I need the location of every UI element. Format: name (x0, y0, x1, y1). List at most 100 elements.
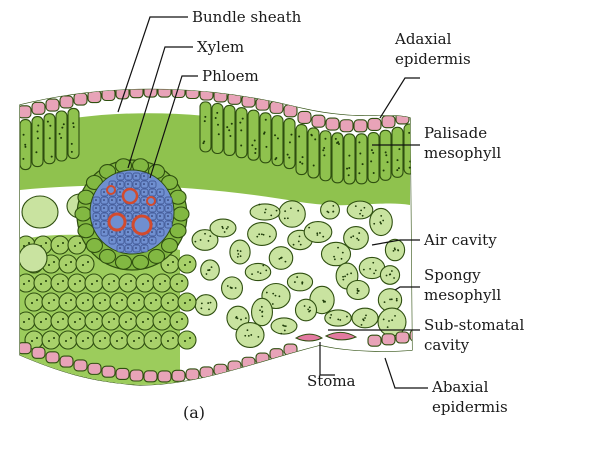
xylem-vessel (106, 185, 116, 195)
spongy-cell (324, 309, 352, 327)
chloroplast (22, 157, 25, 160)
mesophyll-cell (92, 330, 112, 350)
chloroplast (408, 131, 411, 134)
chloroplast (24, 145, 27, 148)
chloroplast (176, 321, 178, 323)
bundle-sheath-cell (131, 254, 150, 270)
chloroplast (380, 222, 382, 225)
chloroplast (372, 171, 375, 174)
epidermis-cell (353, 119, 368, 133)
chloroplast (99, 302, 101, 304)
mesophyll-cell (177, 330, 197, 350)
lower-mesophyll-cells (20, 193, 197, 350)
epidermis-cell (227, 360, 242, 373)
chloroplast (382, 219, 385, 222)
chloroplast (330, 313, 333, 316)
chloroplast (352, 235, 355, 238)
epidermis-cell (20, 105, 32, 119)
phloem-dot (167, 223, 169, 225)
spongy-cell (191, 229, 219, 251)
epidermis-cell (381, 333, 396, 346)
chloroplast (298, 135, 301, 138)
chloroplast (116, 340, 118, 342)
chloroplast (360, 209, 363, 212)
chloroplast (257, 335, 260, 338)
chloroplast (22, 133, 25, 136)
mesophyll-cell (152, 311, 172, 331)
palisade-cell (271, 115, 284, 167)
chloroplast (130, 318, 132, 320)
palisade-cell (367, 132, 380, 184)
mesophyll-cell (33, 273, 53, 293)
chloroplast (155, 299, 157, 301)
epidermis-cell (59, 355, 74, 368)
chloroplast (265, 269, 268, 272)
phloem-dot (151, 215, 153, 217)
palisade-cell (211, 102, 224, 155)
mesophyll-cell (50, 235, 70, 255)
chloroplast (346, 167, 349, 170)
chloroplast (278, 257, 281, 260)
chloroplast (240, 144, 243, 147)
spongy-cell (294, 298, 318, 322)
chloroplast (389, 298, 391, 301)
phloem-dot (127, 231, 129, 233)
chloroplast (322, 235, 325, 238)
palisade-cell (403, 123, 412, 175)
chloroplast (184, 340, 186, 342)
chloroplast (184, 264, 186, 266)
chloroplast (155, 337, 157, 339)
mesophyll-cell (177, 292, 197, 312)
chloroplast (373, 222, 376, 225)
bundle-sheath-cell (169, 223, 187, 239)
chloroplast (369, 267, 371, 270)
chloroplast (208, 308, 210, 311)
bundle-sheath-cell (74, 206, 92, 222)
chloroplast (284, 260, 287, 263)
chloroplast (385, 274, 388, 277)
spongy-cell (21, 195, 59, 229)
chloroplast (167, 302, 169, 304)
mesophyll-cell (58, 254, 78, 274)
chloroplast (23, 321, 25, 323)
chloroplast (364, 317, 366, 319)
phloem-dot (135, 175, 137, 177)
chloroplast (172, 299, 174, 301)
phloem-dot (151, 231, 153, 233)
chloroplast (289, 207, 292, 210)
chloroplast (274, 134, 277, 137)
chloroplast (62, 280, 64, 282)
chloroplast (176, 283, 178, 285)
chloroplast (48, 137, 51, 140)
spongy-cell (235, 321, 265, 349)
chloroplast (181, 280, 183, 282)
chloroplast (53, 337, 55, 339)
chloroplast (299, 243, 302, 246)
chloroplast (221, 225, 224, 228)
chloroplast (307, 308, 310, 311)
chloroplast (45, 242, 47, 244)
chloroplast (70, 150, 73, 153)
xylem-vessel (131, 214, 153, 236)
mesophyll-cell (126, 292, 146, 312)
chloroplast (333, 255, 335, 258)
phloem-dot (119, 247, 121, 249)
chloroplast (275, 209, 278, 212)
chloroplast (228, 129, 231, 132)
spongy-mesophyll-cells (191, 200, 407, 349)
chloroplast (286, 217, 289, 220)
epidermis-cell (143, 89, 158, 98)
chloroplast (53, 299, 55, 301)
chloroplast (332, 210, 335, 213)
phloem-dot (159, 199, 161, 201)
spongy-cell (346, 200, 374, 220)
leader-lines (117, 16, 428, 389)
chloroplast (382, 318, 385, 321)
epidermis-cell (73, 92, 88, 106)
chloroplast (108, 321, 110, 323)
chloroplast (337, 143, 340, 146)
chloroplast (251, 144, 254, 147)
palisade-cell (355, 133, 368, 185)
chloroplast (324, 300, 326, 303)
palisade-cell (295, 124, 308, 176)
